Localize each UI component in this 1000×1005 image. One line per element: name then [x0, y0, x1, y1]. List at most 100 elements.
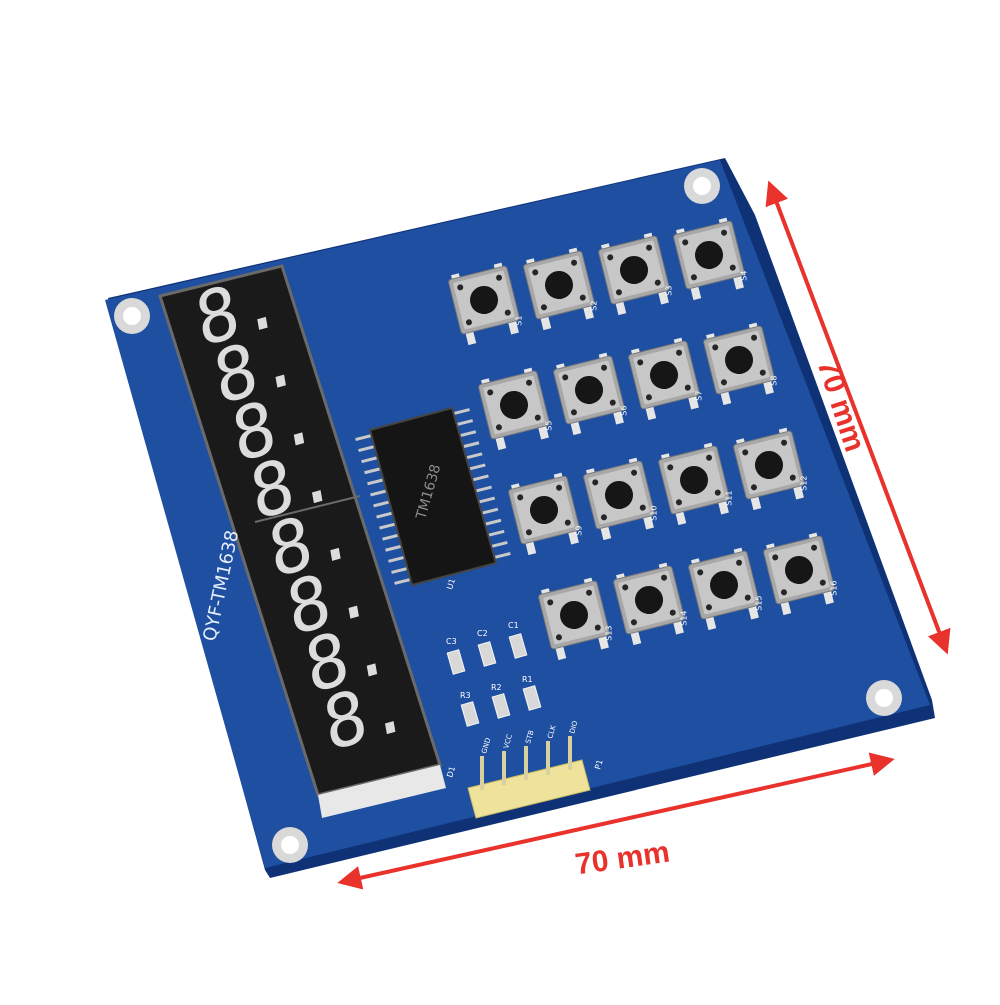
tactile-switch: S3: [598, 232, 673, 316]
switch-rivet: [744, 594, 751, 601]
chip-pin: [364, 467, 381, 475]
tactile-switch: S7: [628, 337, 703, 421]
switch-label: S3: [664, 286, 673, 296]
header-pin-label: CLK: [546, 724, 557, 739]
chip-pin: [379, 522, 396, 530]
chip-pin: [459, 430, 477, 438]
switch-actuator: [620, 256, 648, 284]
tactile-switch: S14: [613, 562, 688, 646]
chip-pin: [462, 441, 480, 449]
switch-rivet: [637, 359, 644, 366]
switch-rivet: [622, 584, 629, 591]
chip-pin: [385, 544, 402, 552]
switch-label: S2: [589, 301, 598, 311]
resistor-label: R1: [522, 675, 533, 684]
switch-actuator: [650, 361, 678, 389]
header-pin-label: STB: [524, 729, 535, 744]
chip-pin: [388, 555, 405, 563]
tactile-switch: S11: [658, 442, 733, 526]
switch-rivet: [487, 389, 494, 396]
height-arrow: [765, 180, 951, 655]
tactile-switch: S9: [508, 472, 583, 556]
switch-rivet: [639, 504, 646, 511]
switch-rivet: [594, 624, 601, 631]
chip-pin: [490, 540, 508, 548]
switch-rivet: [526, 379, 533, 386]
switch-label: S9: [574, 526, 583, 536]
chip-pin: [373, 500, 390, 508]
chip-pin: [367, 478, 384, 486]
capacitor: [508, 633, 528, 659]
switch-rivet: [654, 279, 661, 286]
switch-rivet: [661, 574, 668, 581]
switch-actuator: [545, 271, 573, 299]
switch-rivet: [697, 569, 704, 576]
switch-actuator: [695, 241, 723, 269]
switch-actuator: [530, 496, 558, 524]
resistor: [460, 701, 480, 727]
switch-label: S8: [769, 376, 778, 386]
switch-rivet: [556, 484, 563, 491]
switch-label: S12: [799, 475, 808, 490]
switch-rivet: [504, 309, 511, 316]
switch-label: S14: [679, 610, 688, 625]
switch-label: S13: [604, 625, 613, 640]
chip-pin: [484, 518, 502, 526]
switch-actuator: [500, 391, 528, 419]
resistor-label: R3: [460, 691, 471, 700]
chip-pin: [453, 408, 470, 415]
switch-rivet: [676, 349, 683, 356]
switch-label: S4: [739, 271, 748, 281]
switch-rivet: [742, 449, 749, 456]
capacitor-label: C3: [446, 637, 457, 646]
switch-rivet: [669, 609, 676, 616]
switch-rivet: [729, 264, 736, 271]
switch-label: S11: [724, 490, 733, 505]
tactile-switch: S10: [583, 457, 658, 541]
switch-rivet: [547, 599, 554, 606]
switch-rivet: [714, 489, 721, 496]
switch-rivet: [586, 589, 593, 596]
switch-label: S15: [754, 595, 763, 610]
chip-pin: [355, 434, 372, 441]
capacitor-label: C2: [477, 629, 488, 638]
switch-actuator: [470, 286, 498, 314]
switch-label: S5: [544, 421, 553, 431]
switch-rivet: [517, 494, 524, 501]
chip-pin: [382, 533, 399, 541]
tactile-switch: S6: [553, 352, 628, 436]
switch-rivet: [630, 619, 637, 626]
switch-rivet: [607, 254, 614, 261]
capacitor: [446, 649, 466, 675]
chip-pin: [391, 566, 408, 574]
switch-rivet: [570, 409, 577, 416]
chip-pin: [472, 474, 489, 482]
tactile-switch: S15: [688, 547, 763, 631]
chip-pin: [376, 511, 393, 519]
chip-pin: [481, 507, 499, 515]
switch-rivet: [555, 634, 562, 641]
tm1638-chip: TM1638 U1: [355, 406, 511, 591]
switch-rivet: [705, 604, 712, 611]
switch-rivet: [684, 384, 691, 391]
switch-actuator: [710, 571, 738, 599]
chip-pin: [468, 463, 486, 471]
tactile-switch: S5: [478, 367, 553, 451]
switch-actuator: [635, 586, 663, 614]
chip-pin: [358, 445, 375, 453]
tactile-switch: S8: [703, 322, 778, 406]
switch-rivet: [675, 499, 682, 506]
capacitor-label: C1: [508, 621, 519, 630]
switch-rivet: [706, 454, 713, 461]
chip-pin: [370, 489, 387, 497]
switch-rivet: [592, 479, 599, 486]
switch-rivet: [682, 239, 689, 246]
switch-actuator: [725, 346, 753, 374]
switch-label: S1: [514, 316, 523, 326]
switch-rivet: [751, 334, 758, 341]
switch-rivet: [600, 514, 607, 521]
switch-label: S7: [694, 391, 703, 401]
switch-actuator: [575, 376, 603, 404]
capacitor: [477, 641, 497, 667]
